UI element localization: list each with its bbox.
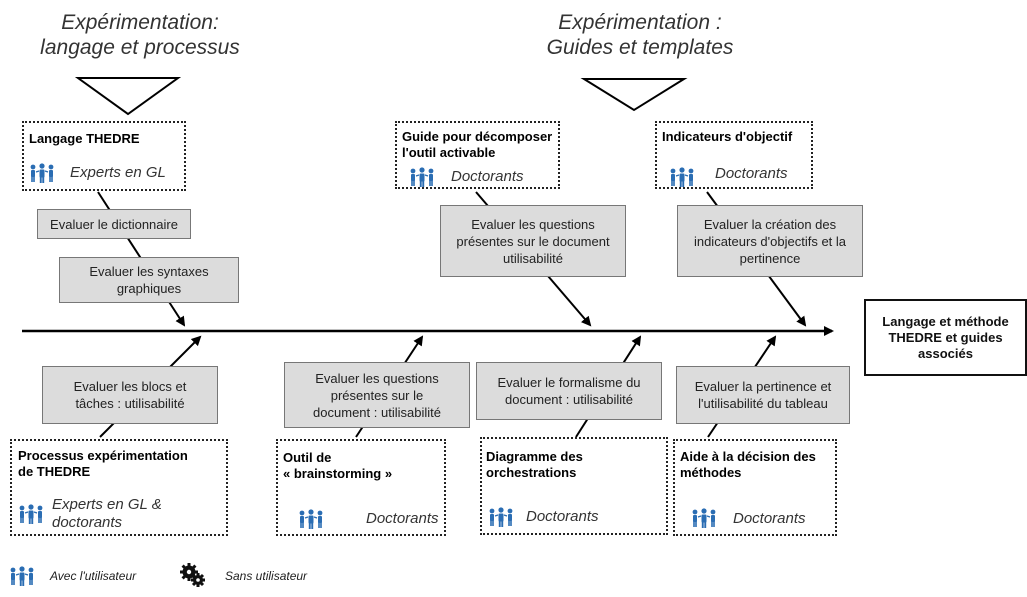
result-line2: THEDRE et guides [888, 329, 1003, 345]
action-label-line2: l'utilisabilité du tableau [698, 396, 828, 411]
action-evaluer-dictionnaire: Evaluer le dictionnaire [37, 209, 191, 239]
box-title-line2: « brainstorming » [283, 466, 393, 481]
legend-without-user: Sans utilisateur [225, 569, 308, 583]
action-evaluer-blocs: Evaluer les blocs et tâches : utilisabil… [42, 366, 218, 424]
action-label-line2: présentes sur le document [456, 233, 610, 249]
box-audience: Doctorants [733, 510, 806, 527]
action-label-line2: présentes sur le [330, 387, 424, 403]
box-title: Indicateurs d'objectif [662, 129, 793, 144]
result-line3: associés [918, 345, 973, 361]
result-box: Langage et méthode THEDRE et guides asso… [864, 299, 1027, 376]
box-title: Langage THEDRE [29, 131, 140, 146]
action-label-line2: document : utilisabilité [505, 392, 633, 407]
action-label: Evaluer le dictionnaire [50, 216, 178, 232]
box-title-line1: Aide à la décision des [680, 449, 816, 464]
box-title-line1: Processus expérimentation [18, 448, 188, 463]
heading-right-line1: Expérimentation : [558, 11, 722, 34]
funnel-right-icon [580, 78, 688, 112]
box-outil: Outil de « brainstorming » Doctorants [276, 439, 446, 536]
box-title: Outil de « brainstorming » [283, 450, 392, 482]
action-label-line2: graphiques [116, 281, 182, 296]
action-label-line2: indicateurs d'objectifs et la [693, 233, 847, 249]
users-icon [410, 167, 434, 187]
action-evaluer-formalisme: Evaluer le formalisme du document : util… [476, 362, 662, 420]
heading-left-line1: Expérimentation: [61, 11, 219, 34]
action-label-line1: Evaluer la création des [703, 216, 837, 232]
box-title: Processus expérimentation de THEDRE [18, 448, 188, 480]
box-audience-line2: doctorants [52, 514, 123, 531]
box-audience: Experts en GL [70, 164, 166, 181]
box-title-line2: orchestrations [486, 465, 577, 480]
box-title-line1: Diagramme des [486, 449, 583, 464]
box-guide: Guide pour décomposer l'outil activable … [395, 121, 560, 189]
box-title-line1: Outil de [283, 450, 332, 465]
box-processus: Processus expérimentation de THEDRE Expe… [10, 439, 228, 536]
box-title-line2: de THEDRE [18, 464, 91, 479]
heading-right: Expérimentation : Guides et templates [520, 10, 760, 60]
box-audience: Experts en GL & doctorants [52, 496, 162, 532]
action-label-line1: Evaluer la pertinence et [694, 379, 832, 394]
box-audience: Doctorants [715, 165, 788, 182]
action-label-line1: Evaluer les questions [471, 216, 595, 232]
box-title: Aide à la décision des méthodes [680, 449, 816, 481]
action-label-line1: Evaluer les syntaxes [89, 264, 209, 279]
action-label-line1: Evaluer les blocs et [73, 379, 187, 394]
users-icon [692, 508, 716, 528]
box-audience: Doctorants [526, 508, 599, 525]
action-label-line2: tâches : utilisabilité [75, 396, 185, 411]
box-title-line1: Guide pour décomposer [402, 129, 553, 144]
action-label-line3: pertinence [739, 250, 801, 266]
box-audience: Doctorants [366, 510, 439, 527]
heading-left-line2: langage et processus [40, 36, 240, 59]
users-icon [670, 167, 694, 187]
gears-icon [180, 563, 205, 587]
legend-with-user: Avec l'utilisateur [50, 569, 137, 583]
result-line1: Langage et méthode [882, 313, 1009, 329]
action-evaluer-tableau: Evaluer la pertinence et l'utilisabilité… [676, 366, 850, 424]
users-icon [299, 509, 323, 529]
box-title: Guide pour décomposer l'outil activable [402, 129, 552, 161]
box-indicateurs: Indicateurs d'objectif Doctorants [655, 121, 813, 189]
box-title: Diagramme des orchestrations [486, 449, 583, 481]
box-title-line2: l'outil activable [402, 145, 496, 160]
action-label-line3: utilisabilité [503, 250, 563, 266]
users-icon [30, 163, 54, 183]
heading-left: Expérimentation: langage et processus [20, 10, 260, 60]
box-langage-thedre: Langage THEDRE Experts en GL [22, 121, 186, 191]
box-diagramme: Diagramme des orchestrations Doctorants [480, 437, 668, 535]
action-label-line3: document : utilisabilité [313, 404, 441, 420]
box-aide-decision: Aide à la décision des méthodes Doctoran… [673, 439, 837, 536]
box-audience-line1: Experts en GL & [52, 496, 162, 513]
funnel-left-icon [74, 77, 182, 116]
action-evaluer-indicateurs: Evaluer la création des indicateurs d'ob… [677, 205, 863, 277]
users-icon [10, 566, 34, 586]
users-icon [19, 504, 43, 524]
action-label-line1: Evaluer les questions [315, 370, 439, 386]
box-audience: Doctorants [451, 168, 524, 185]
action-evaluer-syntaxes: Evaluer les syntaxes graphiques [59, 257, 239, 303]
box-title-line2: méthodes [680, 465, 742, 480]
action-evaluer-questions-top: Evaluer les questions présentes sur le d… [440, 205, 626, 277]
users-icon [489, 507, 513, 527]
heading-right-line2: Guides et templates [546, 36, 734, 59]
action-evaluer-questions-bottom: Evaluer les questions présentes sur le d… [284, 362, 470, 428]
action-label-line1: Evaluer le formalisme du [497, 375, 641, 390]
